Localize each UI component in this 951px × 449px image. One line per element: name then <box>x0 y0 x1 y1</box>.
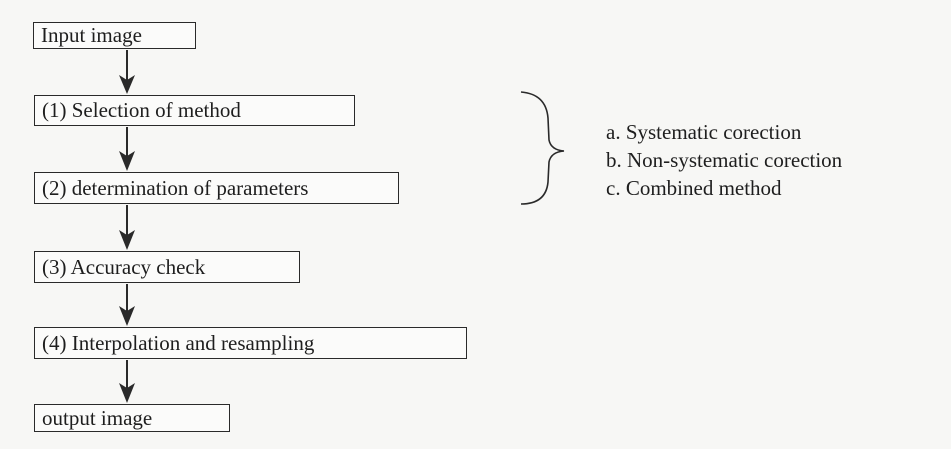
arrow-head-1 <box>119 75 135 94</box>
step-determination-of-parameters: (2) determination of parameters <box>34 172 399 204</box>
step-output-image-label: output image <box>42 405 153 430</box>
step-selection-of-method-label: (1) Selection of method <box>42 98 241 122</box>
step-input-image: Input image <box>33 22 196 49</box>
step-output-image: output image <box>34 404 230 432</box>
step-interpolation-and-resampling-label: (4) Interpolation and resampling <box>42 330 315 355</box>
step-interpolation-and-resampling: (4) Interpolation and resampling <box>34 327 467 359</box>
step-determination-of-parameters-label: (2) determination of parameters <box>42 175 309 200</box>
arrow-head-2 <box>119 151 135 171</box>
method-option-a: a. Systematic corection <box>606 120 802 144</box>
arrow-head-5 <box>119 383 135 403</box>
arrow-head-4 <box>119 306 135 326</box>
arrow-head-3 <box>119 230 135 250</box>
method-option-b: b. Non-systematic corection <box>606 148 843 172</box>
step-selection-of-method: (1) Selection of method <box>34 95 355 126</box>
method-option-c: c. Combined method <box>606 176 782 200</box>
method-options-list: a. Systematic corection b. Non-systemati… <box>606 118 842 202</box>
step-input-image-label: Input image <box>41 23 142 47</box>
step-accuracy-check-label: (3) Accuracy check <box>42 254 206 279</box>
step-accuracy-check: (3) Accuracy check <box>34 251 300 283</box>
curly-brace <box>520 91 565 205</box>
